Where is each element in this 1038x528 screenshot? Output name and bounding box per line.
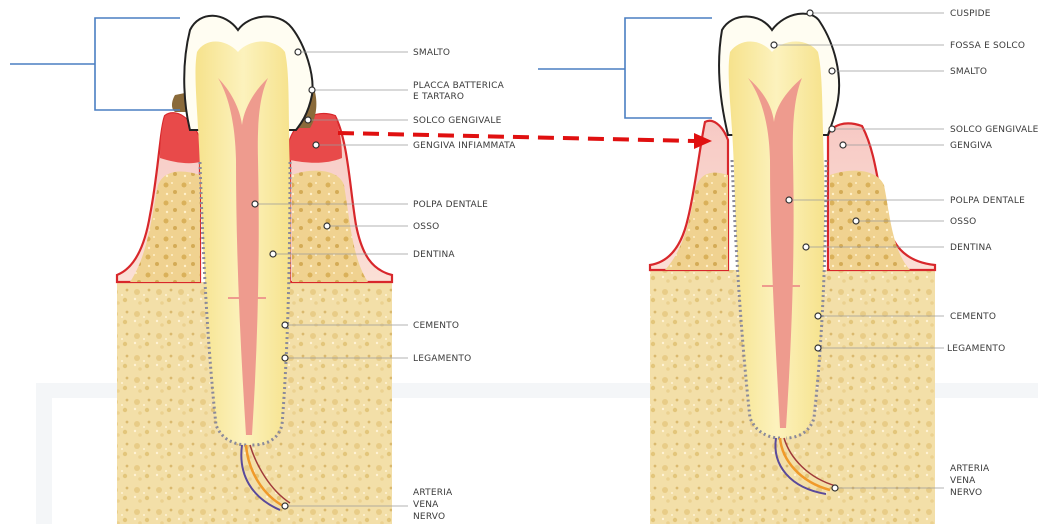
label-smalto-right: SMALTO	[950, 67, 987, 77]
label-nervo-right: NERVO	[950, 488, 982, 498]
label-smalto-left: SMALTO	[413, 48, 450, 58]
label-dentina-left: DENTINA	[413, 250, 455, 260]
label-solco-gengivale-left: SOLCO GENGIVALE	[413, 116, 502, 126]
label-arteria-left: ARTERIA	[413, 488, 453, 498]
label-legamento-right: LEGAMENTO	[947, 344, 1005, 354]
left-crown-bracket	[10, 18, 180, 110]
right-crown-bracket	[538, 18, 712, 118]
label-placca-batterica: PLACCA BATTERICA	[413, 81, 505, 91]
label-osso-right: OSSO	[950, 217, 976, 227]
label-cemento-left: CEMENTO	[413, 321, 459, 331]
label-cuspide: CUSPIDE	[950, 9, 991, 19]
label-arteria-right: ARTERIA	[950, 464, 990, 474]
comparison-arrow	[338, 133, 712, 149]
left-label-smalto: SMALTO	[295, 48, 450, 58]
label-vena-right: VENA	[950, 476, 976, 486]
label-polpa-dentale-right: POLPA DENTALE	[950, 196, 1025, 206]
label-vena-left: VENA	[413, 500, 439, 510]
right-label-smalto: SMALTO	[829, 67, 987, 77]
left-bone-left	[130, 171, 200, 282]
label-nervo-left: NERVO	[413, 512, 445, 522]
label-polpa-dentale-left: POLPA DENTALE	[413, 200, 488, 210]
label-dentina-right: DENTINA	[950, 243, 992, 253]
left-label-placca: PLACCA BATTERICA E TARTARO	[309, 81, 505, 102]
label-legamento-left: LEGAMENTO	[413, 354, 471, 364]
label-fossa-e-solco: FOSSA E SOLCO	[950, 41, 1025, 51]
label-solco-gengivale-right: SOLCO GENGIVALE	[950, 125, 1038, 135]
label-e-tartaro: E TARTARO	[413, 92, 464, 102]
right-label-cuspide: CUSPIDE	[807, 9, 991, 19]
label-gengiva-right: GENGIVA	[950, 141, 993, 151]
label-gengiva-infiammata: GENGIVA INFIAMMATA	[413, 141, 516, 151]
label-osso-left: OSSO	[413, 222, 439, 232]
label-cemento-right: CEMENTO	[950, 312, 996, 322]
right-bone-right	[830, 171, 910, 270]
